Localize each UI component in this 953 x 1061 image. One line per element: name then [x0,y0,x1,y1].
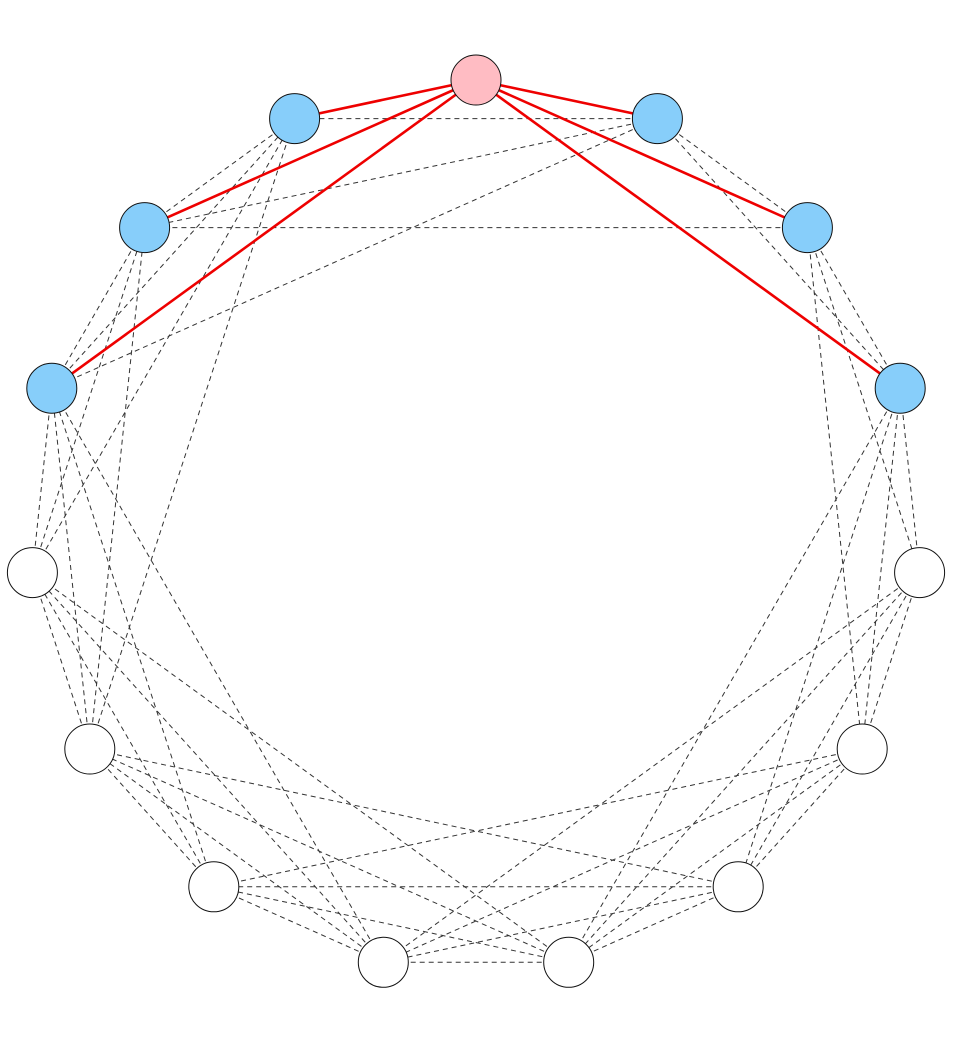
highlighted-edge-0-12 [51,78,477,390]
highlighted-edge-0-3 [475,78,901,390]
neighbor-node-3 [874,362,926,414]
dashed-edge-11-12 [31,388,53,573]
dashed-edge-13-14 [144,118,295,229]
dashed-edge-10-12 [51,388,91,750]
dashed-edge-1-3 [657,118,901,389]
dashed-edge-3-7 [568,387,901,963]
other-node-5 [836,723,888,775]
dashed-edge-6-10 [89,748,739,888]
dashed-edge-3-5 [861,388,901,750]
dashed-edge-8-10 [89,748,384,963]
other-node-6 [712,861,764,913]
dashed-edge-2-3 [806,227,901,389]
dashed-edge-5-7 [568,748,863,963]
dashed-edge-9-10 [89,748,215,888]
other-node-10 [64,723,116,775]
dashed-edge-4-6 [737,572,921,888]
dashed-edge-11-14 [31,118,296,573]
other-node-7 [543,936,595,988]
dashed-edge-1-13 [144,118,658,229]
dashed-edge-layer [31,118,921,963]
dashed-edge-1-12 [51,118,658,389]
other-node-4 [894,547,946,599]
dashed-edge-8-9 [213,886,384,963]
dashed-edge-5-8 [383,748,863,963]
other-node-11 [6,547,58,599]
dashed-edge-9-11 [31,572,215,888]
highlighted-edge-layer [51,78,901,390]
other-node-9 [188,861,240,913]
dashed-edge-3-6 [737,388,901,887]
highlighted-edge-0-2 [475,78,808,229]
highlighted-edge-0-13 [144,78,477,229]
dashed-edge-12-14 [51,118,295,389]
dashed-edge-12-13 [51,227,146,389]
neighbor-node-13 [119,202,171,254]
dashed-edge-5-6 [737,748,863,888]
dashed-edge-1-2 [657,118,808,229]
dashed-edge-8-11 [32,572,384,963]
dashed-edge-4-7 [568,572,920,963]
highlighted-edge-0-14 [294,78,477,120]
node-layer [6,54,946,988]
dashed-edge-11-13 [31,227,146,573]
highlighted-edge-0-1 [475,78,658,120]
dashed-edge-7-10 [89,748,569,963]
neighbor-node-12 [26,362,78,414]
source-node-0 [450,54,502,106]
dashed-edge-10-14 [89,118,296,750]
neighbor-node-14 [269,93,321,145]
dashed-edge-10-13 [89,227,146,750]
neighbor-node-2 [781,202,833,254]
dashed-edge-9-12 [51,388,215,887]
dashed-edge-4-8 [383,572,920,963]
dashed-edge-7-9 [213,886,569,963]
dashed-edge-8-12 [51,387,384,963]
dashed-edge-2-5 [806,227,863,750]
dashed-edge-6-7 [568,886,739,963]
neighbor-node-1 [631,93,683,145]
dashed-edge-6-8 [383,886,739,963]
dashed-edge-7-11 [32,572,569,963]
dashed-edge-10-11 [31,572,91,750]
other-node-8 [357,936,409,988]
dashed-edge-2-4 [806,227,921,573]
dashed-edge-3-4 [899,388,921,573]
dashed-edge-5-9 [213,748,863,888]
dashed-edge-4-5 [861,572,921,750]
